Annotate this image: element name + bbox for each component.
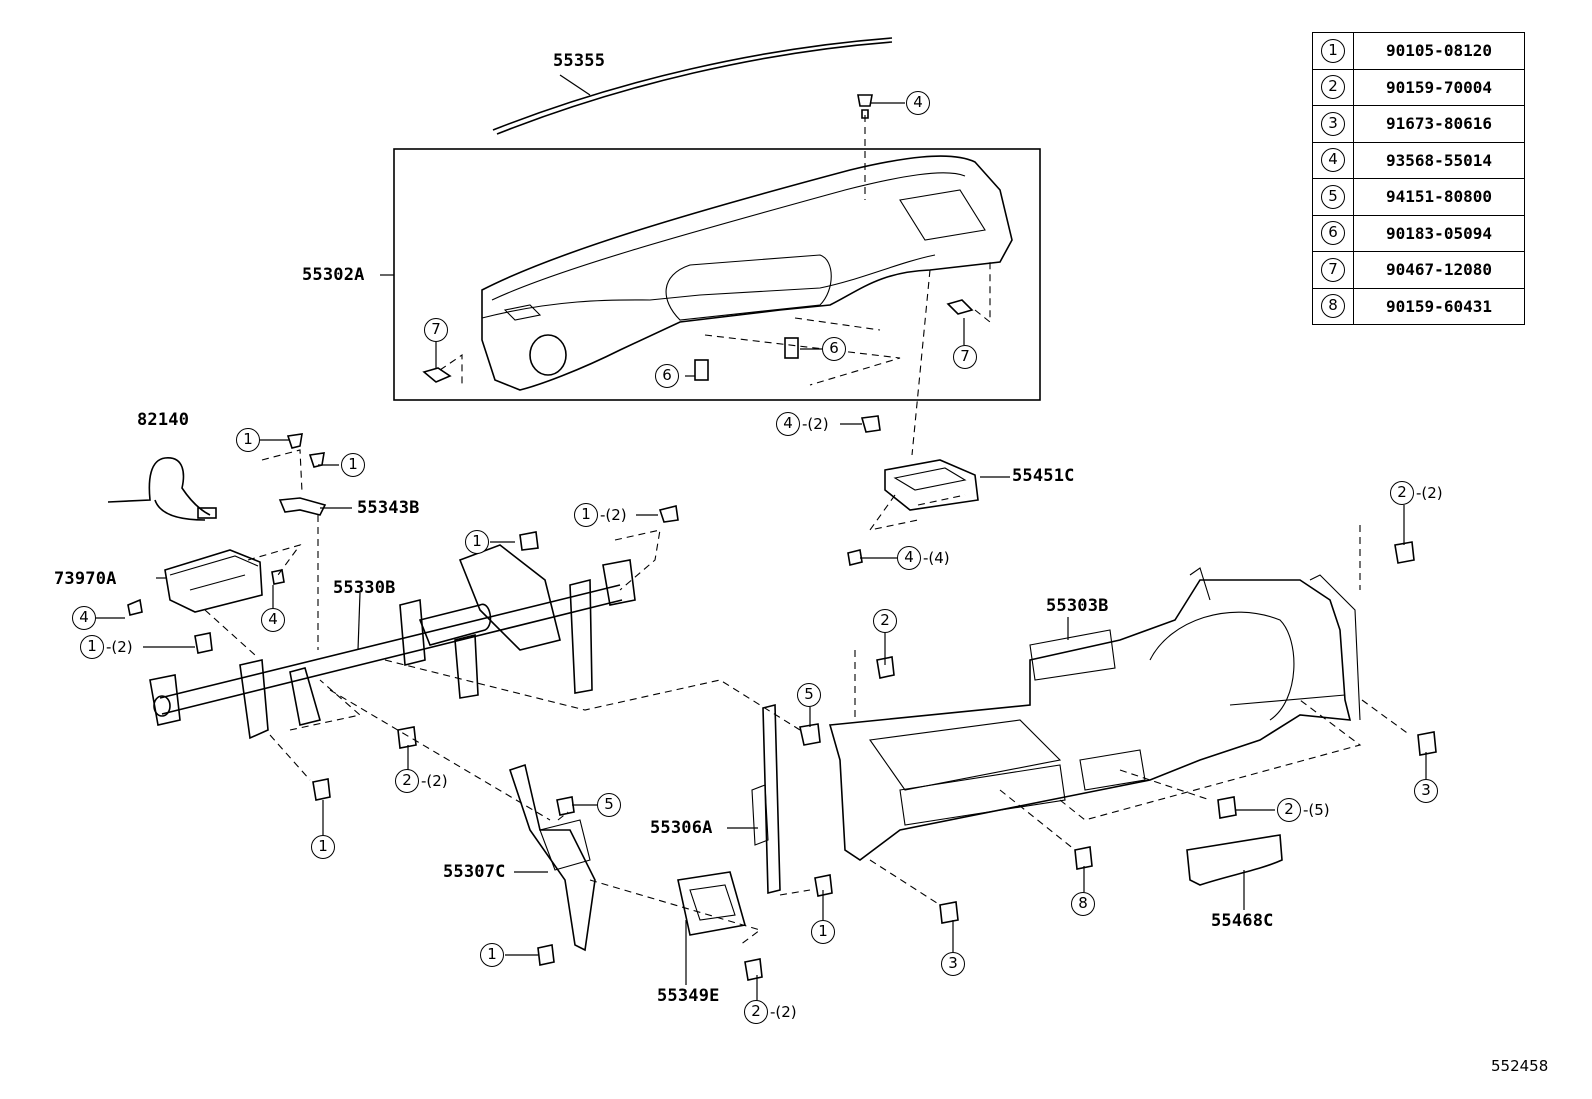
- panel-clips-drawing: [422, 94, 991, 456]
- legend-part-number: 90183-05094: [1353, 214, 1525, 252]
- brace-55306A-drawing: [751, 703, 811, 896]
- legend-row: 4 93568-55014: [1312, 141, 1525, 179]
- legend-number: 8: [1321, 294, 1345, 319]
- legend-part-number: 90159-70004: [1353, 68, 1525, 106]
- legend-number-cell: 3: [1312, 105, 1354, 143]
- legend-number: 5: [1321, 184, 1345, 209]
- callout-2: 2: [395, 769, 419, 793]
- legend-part-number: 91673-80616: [1353, 105, 1525, 143]
- quantity-label: -(4): [923, 549, 950, 567]
- quantity-label: -(2): [106, 638, 133, 656]
- legend-part-number: 94151-80800: [1353, 178, 1525, 216]
- legend-number: 7: [1321, 257, 1345, 282]
- bracket-55349E-drawing: [677, 871, 747, 936]
- legend-number: 2: [1321, 75, 1345, 100]
- legend-row: 8 90159-60431: [1312, 287, 1525, 325]
- reinforcement-beam-drawing: [149, 529, 801, 821]
- callout-4: 4: [261, 608, 285, 632]
- part-label-55343B: 55343B: [357, 498, 420, 518]
- callout-2: 2: [873, 609, 897, 633]
- callout-5: 5: [797, 683, 821, 707]
- callout-2: 2: [744, 1000, 768, 1024]
- bolts-drawing: [194, 415, 1437, 981]
- callout-1: 1: [574, 503, 598, 527]
- callout-2: 2: [1390, 481, 1414, 505]
- callout-2: 2: [1277, 798, 1301, 822]
- legend-part-number: 90159-60431: [1353, 287, 1525, 325]
- part-label-73970A: 73970A: [54, 569, 117, 589]
- callout-3: 3: [1414, 779, 1438, 803]
- legend-number-cell: 5: [1312, 178, 1354, 216]
- legend-part-number: 90105-08120: [1353, 32, 1525, 70]
- legend-part-number: 90467-12080: [1353, 251, 1525, 289]
- part-label-55307C: 55307C: [443, 862, 506, 882]
- part-label-55349E: 55349E: [657, 986, 720, 1006]
- callout-4: 4: [776, 412, 800, 436]
- part-label-55303B: 55303B: [1046, 596, 1109, 616]
- duct-55451C-drawing: [847, 459, 979, 566]
- figure-id: 552458: [1491, 1057, 1549, 1075]
- bracket-55343B-drawing: [261, 433, 327, 650]
- callout-7: 7: [424, 318, 448, 342]
- part-label-82140: 82140: [137, 410, 190, 430]
- callout-7: 7: [953, 345, 977, 369]
- callout-4: 4: [906, 91, 930, 115]
- quantity-label: -(5): [1303, 801, 1330, 819]
- legend-row: 6 90183-05094: [1312, 214, 1525, 252]
- quantity-label: -(2): [600, 506, 627, 524]
- callout-1: 1: [236, 428, 260, 452]
- windshield-strip-drawing: [492, 37, 893, 135]
- callout-leaders: [96, 102, 1427, 1000]
- legend-number-cell: 1: [1312, 32, 1354, 70]
- legend-number: 6: [1321, 221, 1345, 246]
- wire-harness-drawing: [107, 457, 217, 521]
- instrument-panel-pad-drawing: [481, 155, 1013, 391]
- part-label-55302A: 55302A: [302, 265, 365, 285]
- legend-number-cell: 4: [1312, 141, 1354, 179]
- callout-6: 6: [655, 364, 679, 388]
- quantity-label: -(2): [421, 772, 448, 790]
- legend-number-cell: 2: [1312, 68, 1354, 106]
- callout-1: 1: [341, 453, 365, 477]
- callout-6: 6: [822, 337, 846, 361]
- legend-number-cell: 6: [1312, 214, 1354, 252]
- legend-row: 5 94151-80800: [1312, 178, 1525, 216]
- callout-1: 1: [465, 530, 489, 554]
- part-label-55468C: 55468C: [1211, 911, 1274, 931]
- legend-number: 1: [1321, 38, 1345, 63]
- legend-part-number: 93568-55014: [1353, 141, 1525, 179]
- part-label-55355: 55355: [553, 51, 606, 71]
- part-label-55330B: 55330B: [333, 578, 396, 598]
- lower-panel-drawing: [828, 525, 1411, 906]
- quantity-label: -(2): [1416, 484, 1443, 502]
- quantity-label: -(2): [770, 1003, 797, 1021]
- part-label-55451C: 55451C: [1012, 466, 1075, 486]
- callout-4: 4: [897, 546, 921, 570]
- legend-row: 1 90105-08120: [1312, 32, 1525, 70]
- legend-row: 2 90159-70004: [1312, 68, 1525, 106]
- part-label-55306A: 55306A: [650, 818, 713, 838]
- legend-number-cell: 7: [1312, 251, 1354, 289]
- callout-1: 1: [311, 835, 335, 859]
- legend-number: 4: [1321, 148, 1345, 173]
- callout-1: 1: [811, 920, 835, 944]
- brace-55307C-drawing: [508, 763, 762, 952]
- legend-number: 3: [1321, 111, 1345, 136]
- callout-5: 5: [597, 793, 621, 817]
- callout-4: 4: [72, 606, 96, 630]
- callout-3: 3: [941, 952, 965, 976]
- legend-row: 3 91673-80616: [1312, 105, 1525, 143]
- part-number-legend: 1 90105-08120 2 90159-70004 3 91673-80616 4 935…: [1312, 32, 1525, 325]
- legend-row: 7 90467-12080: [1312, 251, 1525, 289]
- callout-8: 8: [1071, 892, 1095, 916]
- callout-1: 1: [480, 943, 504, 967]
- airbag-module-drawing: [127, 544, 302, 656]
- callout-1: 1: [80, 635, 104, 659]
- quantity-label: -(2): [802, 415, 829, 433]
- instrument-panel-box: [393, 148, 1041, 401]
- legend-number-cell: 8: [1312, 287, 1354, 325]
- cover-55468C-drawing: [1186, 834, 1283, 886]
